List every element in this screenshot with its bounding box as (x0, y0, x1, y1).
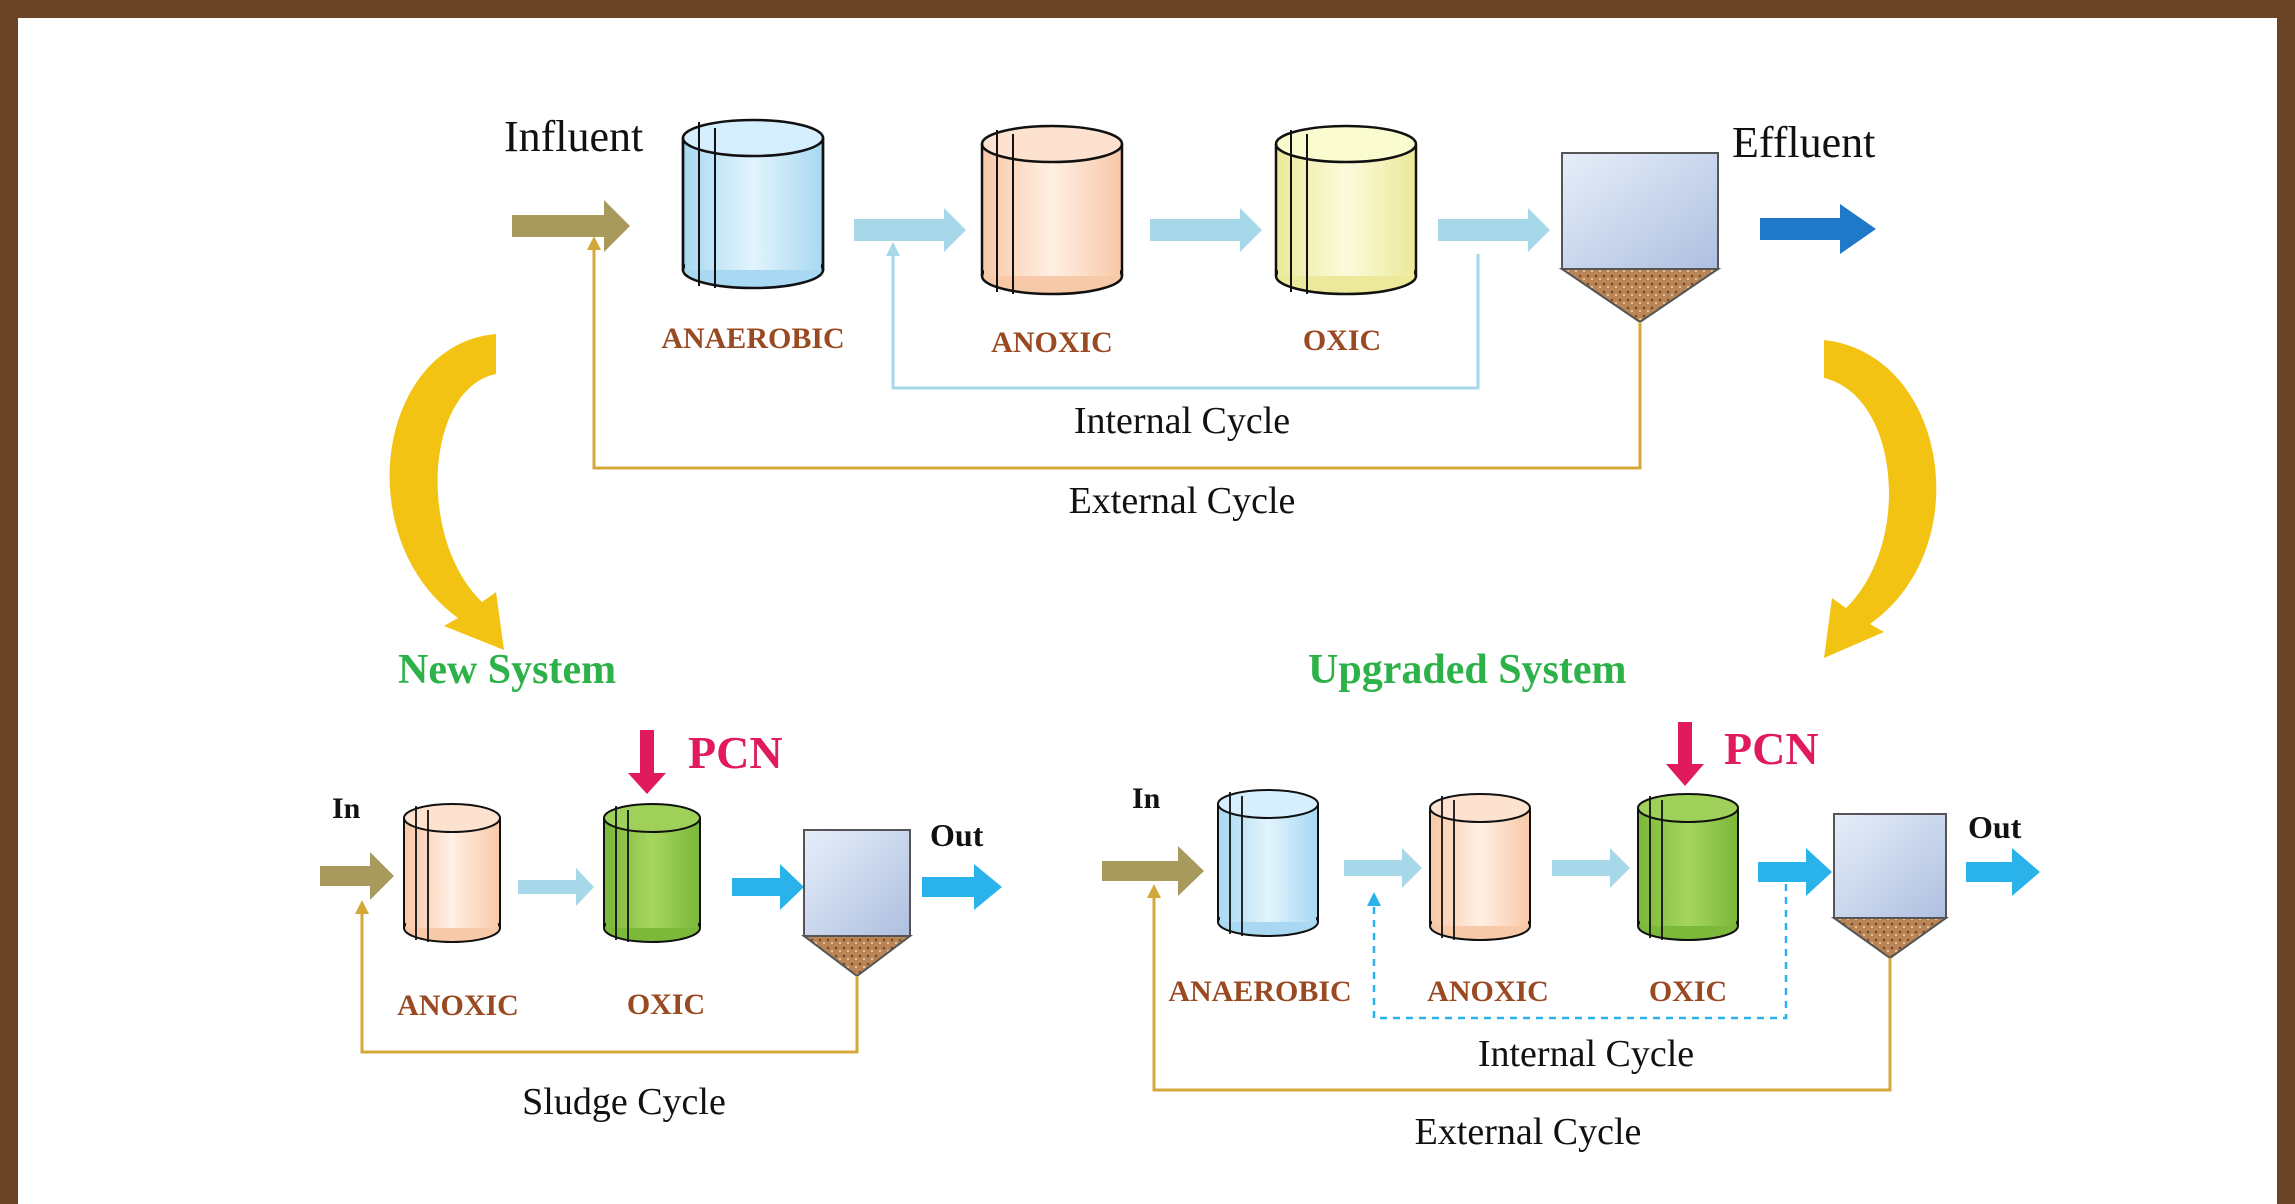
new-system-out-label: Out (930, 817, 984, 853)
external-cycle-line (587, 236, 1642, 470)
in-arrow-icon (1102, 846, 1204, 896)
ladder-icon (1229, 792, 1243, 936)
influent-label: Influent (504, 112, 643, 161)
flow-arrow-icon (732, 864, 804, 910)
clarifier-icon (1830, 813, 1950, 960)
ladder-icon (698, 122, 716, 288)
tank-label-anoxic: ANOXIC (397, 989, 519, 1022)
tank-label-oxic: OXIC (1649, 975, 1727, 1008)
internal-cycle-line (886, 242, 1480, 390)
internal-cycle-arrowhead-icon (1367, 892, 1381, 906)
upgraded-system-out-label: Out (1968, 809, 2022, 845)
flow-arrow-icon (1758, 848, 1832, 896)
tank-label-oxic: OXIC (1303, 324, 1381, 357)
new-system: New System PCN In ANOXIC (320, 647, 1002, 1123)
upgraded-internal-cycle-label: Internal Cycle (1478, 1033, 1694, 1075)
ladder-icon (615, 806, 629, 942)
internal-cycle-line (1372, 884, 1788, 1020)
anaerobic-tank-icon (681, 118, 825, 290)
upgraded-system-in-label: In (1132, 782, 1161, 815)
diagram-canvas: Influent ANAEROBIC (18, 18, 2277, 1204)
upgraded-system-title: Upgraded System (1308, 647, 1627, 693)
upgraded-system-pcn-label: PCN (1724, 723, 1819, 774)
in-arrow-icon (320, 852, 394, 900)
effluent-arrow-icon (1760, 204, 1876, 254)
new-system-pcn-label: PCN (688, 727, 783, 778)
ladder-icon (1649, 796, 1663, 940)
anoxic-tank-icon (980, 124, 1124, 296)
ladder-icon (1290, 130, 1308, 294)
sludge-cycle-line (355, 900, 859, 1054)
sludge-cycle-label: Sludge Cycle (522, 1081, 726, 1123)
anaerobic-tank-icon (1217, 789, 1319, 937)
pcn-arrow-icon (1666, 722, 1704, 786)
oxic-tank-icon (1637, 793, 1739, 941)
upgraded-system: Upgraded System PCN In ANAEROBIC (1102, 647, 2040, 1153)
tank-label-anoxic: ANOXIC (1427, 975, 1549, 1008)
top-process: Influent ANAEROBIC (504, 112, 1876, 522)
flow-arrow-icon (518, 868, 594, 906)
anoxic-tank-icon (403, 803, 501, 943)
new-system-in-label: In (332, 792, 361, 825)
tank-label-oxic: OXIC (627, 988, 705, 1021)
transition-arrow-left-icon (389, 334, 504, 650)
flow-arrow-icon (854, 208, 966, 252)
anoxic-tank-icon (1429, 793, 1531, 941)
ladder-icon (996, 130, 1014, 294)
clarifier-icon (1558, 152, 1722, 324)
ladder-icon (1441, 796, 1455, 940)
oxic-tank-icon (603, 803, 701, 943)
tank-label-anaerobic: ANAEROBIC (661, 322, 844, 355)
effluent-label: Effluent (1732, 118, 1875, 167)
pcn-arrow-icon (628, 730, 666, 794)
out-arrow-icon (1966, 848, 2040, 896)
upgraded-external-cycle-label: External Cycle (1415, 1111, 1642, 1153)
out-arrow-icon (922, 864, 1002, 910)
tank-label-anaerobic: ANAEROBIC (1168, 975, 1351, 1008)
flow-arrow-icon (1552, 848, 1630, 888)
flow-arrow-icon (1344, 848, 1422, 888)
external-cycle-line (1147, 884, 1892, 1092)
clarifier-icon (801, 829, 913, 978)
transition-arrow-right-icon (1824, 340, 1937, 658)
flow-arrow-icon (1438, 208, 1550, 252)
internal-cycle-label: Internal Cycle (1074, 400, 1290, 442)
tank-label-anoxic: ANOXIC (991, 326, 1113, 359)
new-system-title: New System (398, 647, 616, 693)
ladder-icon (415, 806, 429, 942)
flow-arrow-icon (1150, 208, 1262, 252)
oxic-tank-icon (1274, 124, 1418, 296)
external-cycle-label: External Cycle (1069, 480, 1296, 522)
influent-arrow-icon (512, 200, 630, 252)
